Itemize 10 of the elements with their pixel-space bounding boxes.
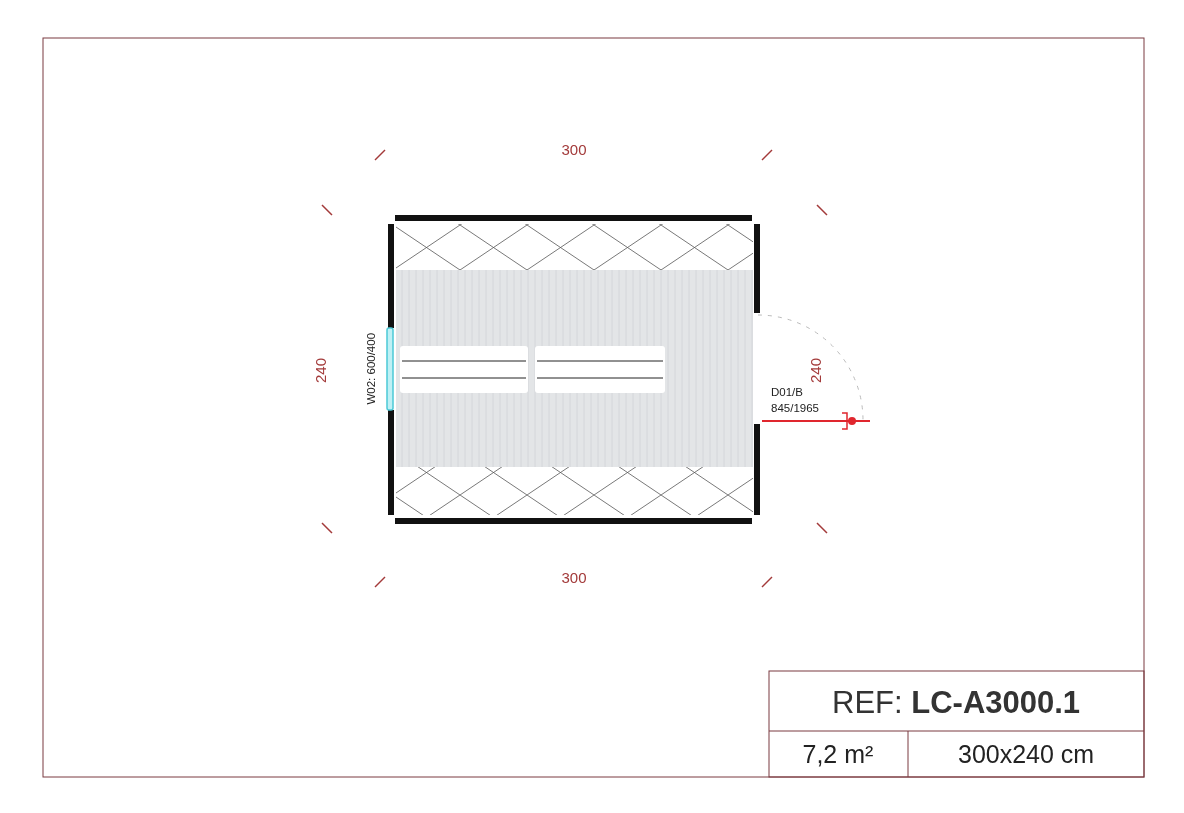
- window-label: W02: 600/400: [366, 332, 378, 405]
- dimension-label: 300: [561, 141, 587, 157]
- door-label: D01/B: [771, 387, 803, 399]
- dimension-label: 240: [312, 357, 328, 383]
- reference-label: REF: LC-A3000.1: [832, 686, 1081, 718]
- size-value: 300x240 cm: [958, 741, 1095, 767]
- door-label: 845/1965: [771, 403, 819, 415]
- area-value: 7,2 m²: [802, 741, 874, 767]
- dimension-label: 300: [561, 569, 587, 585]
- dimension-label: 240: [807, 357, 823, 383]
